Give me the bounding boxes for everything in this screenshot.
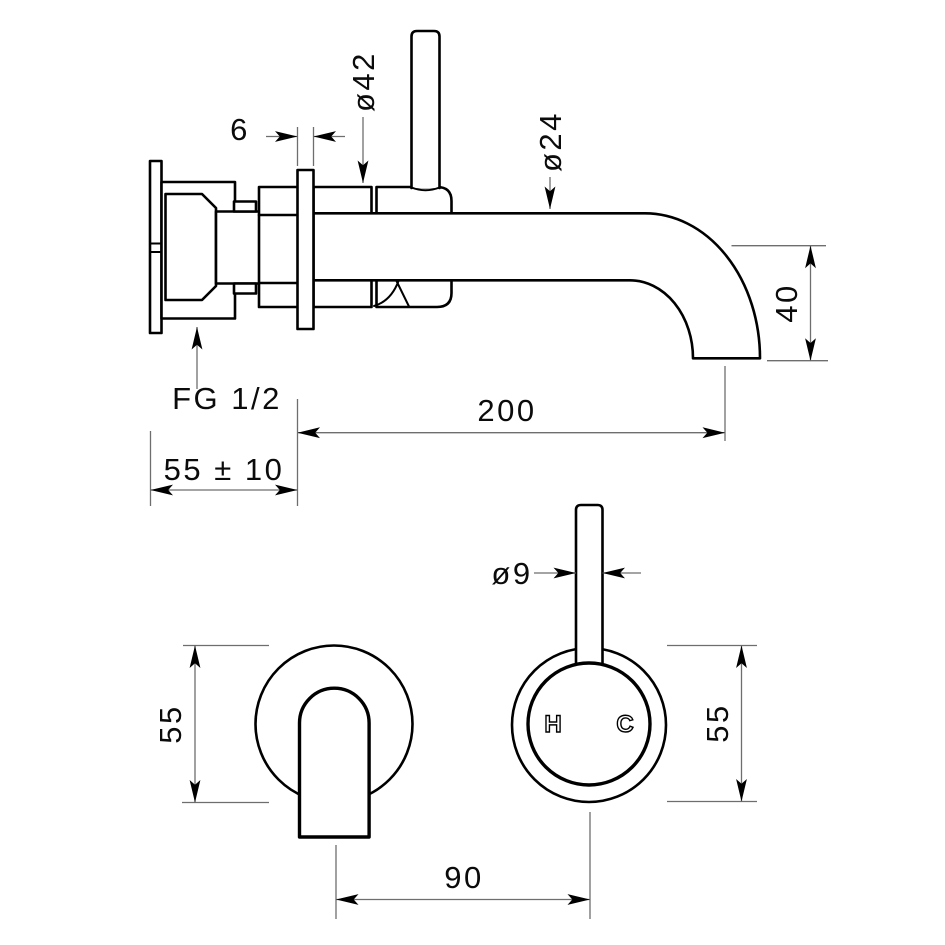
dim-centre-distance: 90 (335, 812, 591, 919)
dim-body-diameter: ø42 (346, 51, 381, 183)
union-nut-steps (257, 213, 300, 285)
side-view: 6 ø42 ø24 40 200 (148, 29, 828, 506)
dim-label-wall-depth: 55 ± 10 (164, 452, 285, 487)
handle-trim-ring (526, 661, 652, 787)
dim-lever-diameter: ø9 (491, 556, 641, 591)
dim-label-spout-flange: 55 (153, 704, 188, 743)
hot-indicator: H (544, 711, 561, 738)
dim-spout-reach: 200 (297, 366, 726, 441)
dim-handle-flange: 55 (667, 644, 757, 803)
dim-label-lever-diameter: ø9 (491, 556, 532, 591)
dim-spout-flange: 55 (153, 644, 269, 804)
lever-pivot-line (395, 280, 410, 308)
dim-spout-diameter: ø24 (533, 111, 568, 209)
union-nut (257, 185, 300, 309)
dim-spout-drop: 40 (731, 245, 828, 362)
inlet-break-lines (149, 242, 163, 253)
dim-wall-depth: 55 ± 10 (149, 399, 299, 506)
retaining-washer-top (232, 200, 258, 213)
spout-outlet-front (297, 686, 371, 839)
wall-escutcheon-plate (296, 168, 315, 331)
handle-lever-rod (410, 29, 441, 190)
inlet-connection-end (148, 159, 163, 335)
dim-label-body-diameter: ø42 (346, 51, 381, 112)
label-inlet-thread: FG 1/2 (172, 327, 282, 416)
dim-label-spout-diameter: ø24 (533, 111, 568, 172)
retaining-washer-bottom (232, 282, 258, 295)
lever-rod-base (410, 186, 441, 192)
dim-label-handle-flange: 55 (700, 703, 735, 742)
front-view-spout: 55 90 (153, 644, 591, 919)
dim-plate-thickness: 6 (230, 112, 345, 166)
body-connector (214, 210, 262, 285)
dim-label-centre-distance: 90 (444, 860, 483, 895)
spout-tube (312, 212, 762, 360)
dim-label-spout-reach: 200 (477, 393, 536, 428)
inlet-thread-text: FG 1/2 (172, 381, 282, 416)
front-view-handle: H C ø9 55 (491, 503, 757, 804)
dim-label-spout-drop: 40 (769, 283, 804, 322)
valve-cartridge-block (164, 192, 218, 302)
cold-indicator: C (616, 711, 633, 738)
handle-lever-front (574, 503, 604, 673)
dim-label-plate-thickness: 6 (230, 112, 250, 147)
